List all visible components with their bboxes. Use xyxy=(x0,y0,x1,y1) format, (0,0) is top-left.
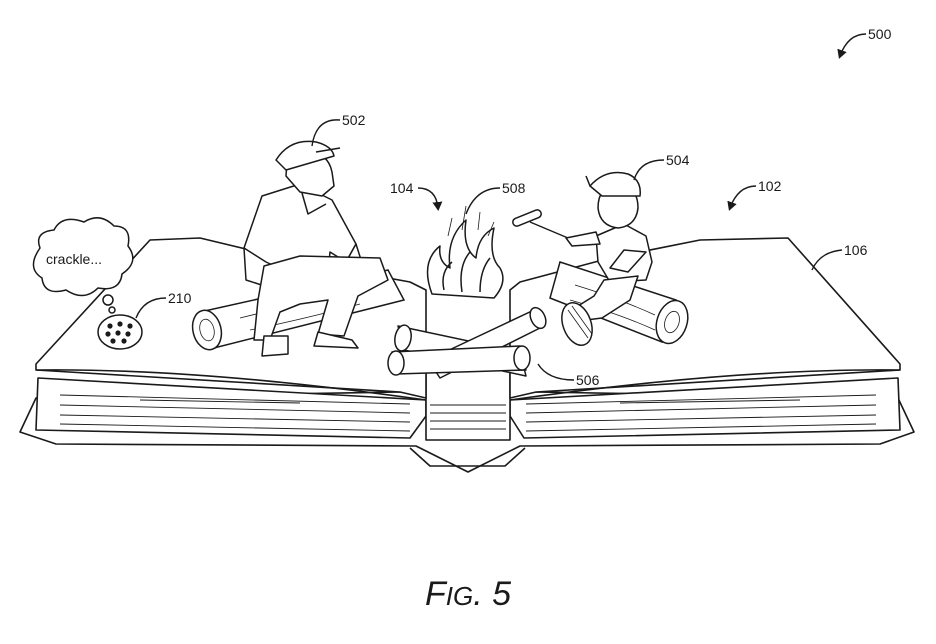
figure-caption: FIG. 5 xyxy=(0,575,936,614)
sound-bubble xyxy=(32,217,134,314)
ref-210: 210 xyxy=(168,290,192,306)
leader-506 xyxy=(537,363,575,381)
leader-102 xyxy=(727,185,757,211)
ref-508: 508 xyxy=(502,180,526,196)
ref-106: 106 xyxy=(844,242,868,258)
bubble-text: crackle... xyxy=(46,251,102,267)
leader-104 xyxy=(417,187,443,211)
caption-tail: . 5 xyxy=(473,575,512,613)
leader-500 xyxy=(837,33,867,59)
camper-roasting-icon xyxy=(512,171,653,346)
ref-506: 506 xyxy=(576,372,600,388)
leader-106 xyxy=(811,249,843,271)
ref-102: 102 xyxy=(758,178,782,194)
leader-502 xyxy=(311,119,341,147)
campfire-icon xyxy=(387,205,547,379)
ref-104: 104 xyxy=(390,180,414,196)
camper-seated-icon xyxy=(243,140,389,357)
ref-502: 502 xyxy=(342,112,366,128)
caption-smallcaps: IG xyxy=(445,581,474,611)
caption-lead: F xyxy=(424,575,446,613)
leader-504 xyxy=(633,159,665,181)
leader-210 xyxy=(135,297,167,319)
speaker-icon xyxy=(97,314,143,350)
leader-508 xyxy=(465,187,501,215)
ref-500: 500 xyxy=(868,26,892,42)
ref-504: 504 xyxy=(666,152,690,168)
